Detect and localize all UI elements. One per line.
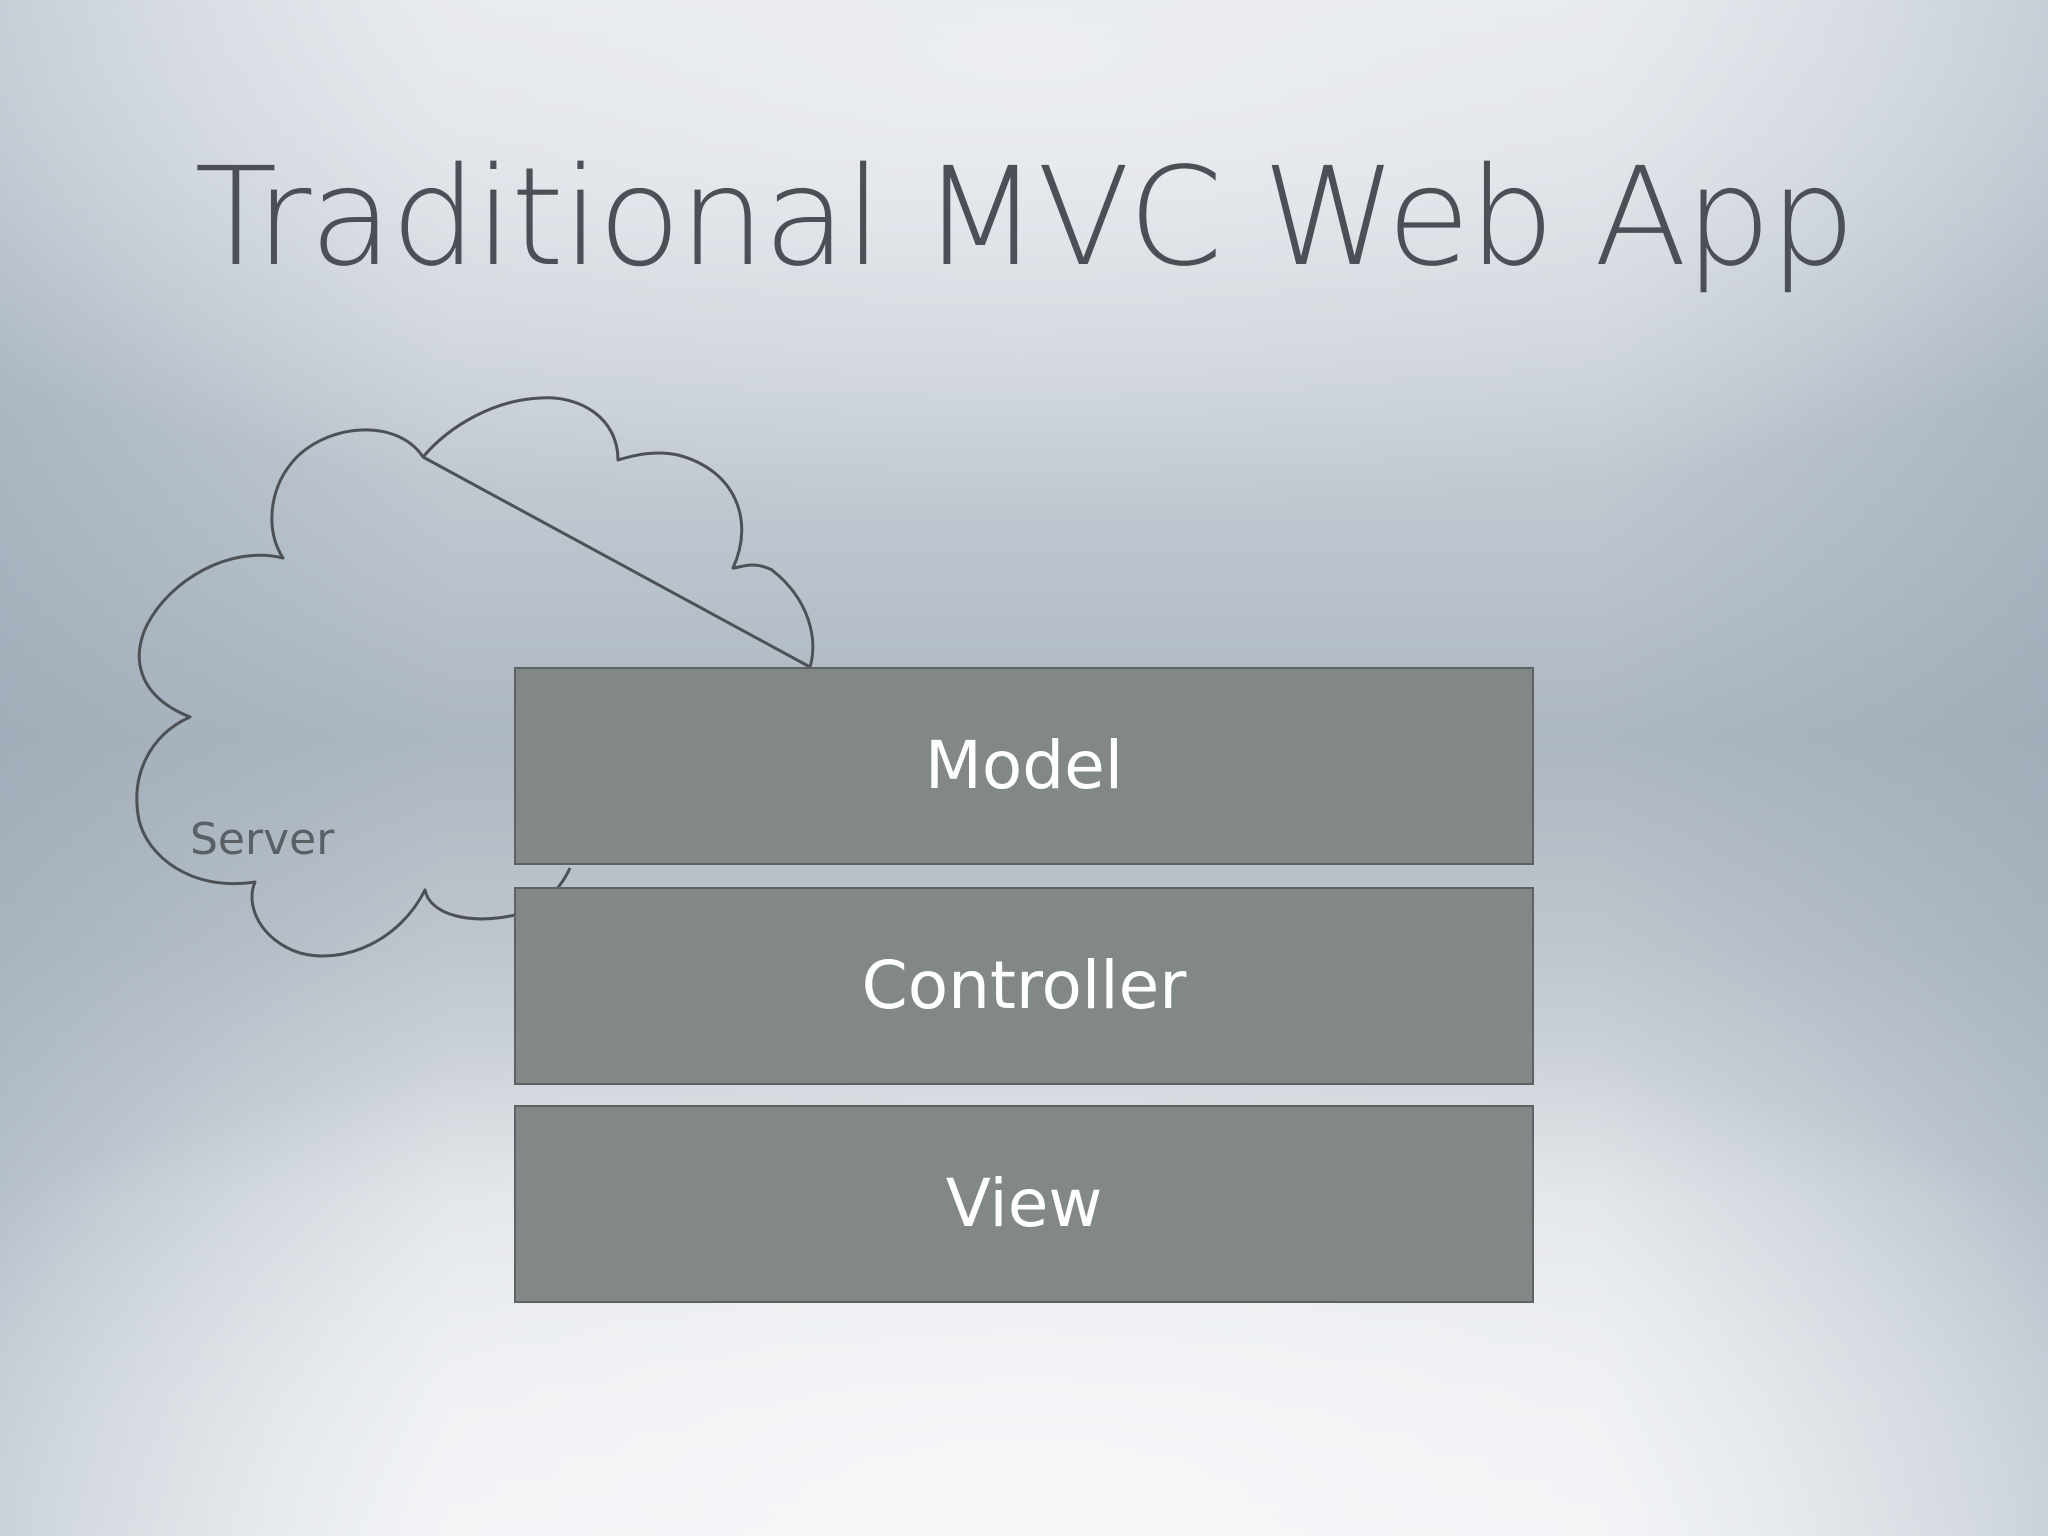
layer-model: Model (514, 667, 1534, 865)
server-label: Server (190, 814, 335, 865)
slide-title: Traditional MVC Web App (194, 139, 1855, 297)
layer-view-label: View (945, 1165, 1103, 1242)
layer-controller-label: Controller (861, 947, 1187, 1024)
layer-controller: Controller (514, 887, 1534, 1085)
layer-model-label: Model (924, 727, 1124, 804)
layer-view: View (514, 1105, 1534, 1303)
